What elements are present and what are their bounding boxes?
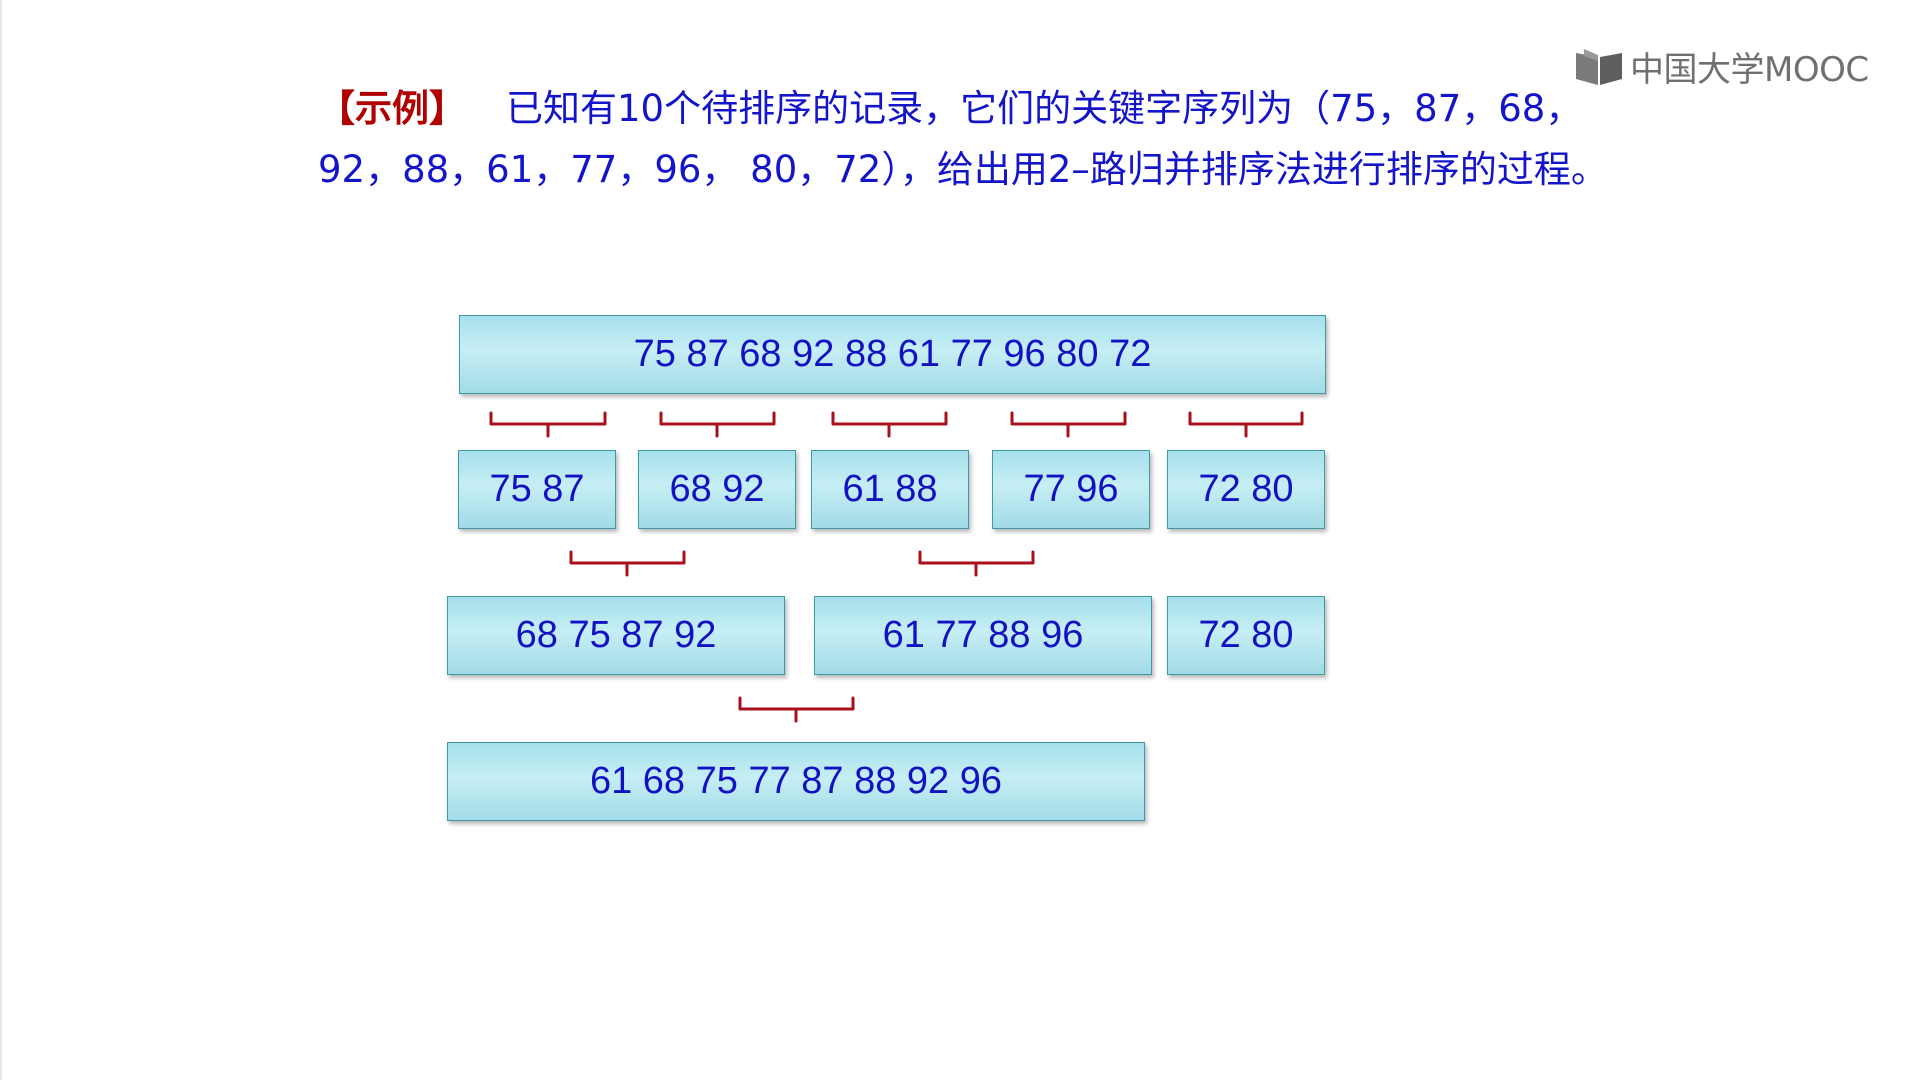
- merge-bracket-2: [659, 411, 776, 438]
- merge-bracket-7: [918, 550, 1035, 577]
- problem-text: 已知有10个待排序的记录，它们的关键字序列为（75，87，68，92，88，61…: [318, 87, 1608, 191]
- pass3-box: 61 68 75 77 87 88 92 96: [447, 742, 1145, 821]
- initial-sequence-box: 75 87 68 92 88 61 77 96 80 72: [459, 315, 1326, 394]
- pass1-box-5: 72 80: [1167, 450, 1325, 529]
- pass1-box-1: 75 87: [458, 450, 616, 529]
- mooc-logo: 中国大学MOOC: [1574, 42, 1869, 91]
- merge-bracket-4: [1010, 411, 1127, 438]
- book-icon: [1576, 48, 1622, 85]
- merge-bracket-3: [831, 411, 948, 438]
- merge-bracket-1: [489, 411, 607, 438]
- merge-bracket-6: [569, 550, 686, 577]
- problem-statement: 【示例】已知有10个待排序的记录，它们的关键字序列为（75，87，68，92，8…: [318, 78, 1618, 200]
- left-edge-divider: [0, 0, 2, 1080]
- example-tag: 【示例】: [318, 87, 466, 130]
- pass1-box-2: 68 92: [638, 450, 796, 529]
- pass1-box-4: 77 96: [992, 450, 1150, 529]
- merge-bracket-8: [738, 696, 855, 723]
- pass2-box-3: 72 80: [1167, 596, 1325, 675]
- logo-text: 中国大学MOOC: [1630, 50, 1869, 90]
- pass2-box-2: 61 77 88 96: [814, 596, 1152, 675]
- merge-bracket-5: [1188, 411, 1304, 438]
- pass2-box-1: 68 75 87 92: [447, 596, 785, 675]
- pass1-box-3: 61 88: [811, 450, 969, 529]
